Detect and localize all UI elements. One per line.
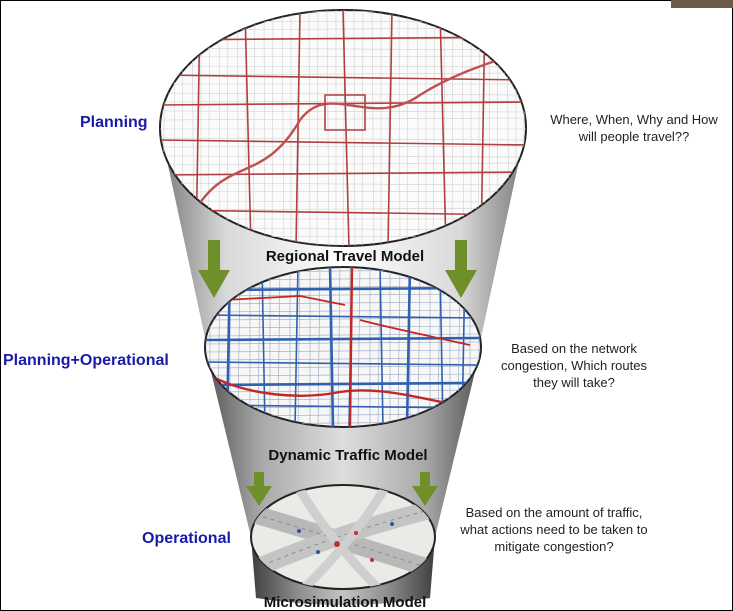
- question-line: they will take?: [533, 375, 615, 390]
- question-line: mitigate congestion?: [494, 539, 614, 554]
- arrow-down-icon: [198, 240, 230, 298]
- question-line: congestion, Which routes: [501, 358, 647, 373]
- corner-decoration: [671, 0, 733, 8]
- question-line: Based on the network: [511, 341, 637, 356]
- tier-label-planning-operational: Planning+Operational: [3, 352, 169, 369]
- arrow-down-icon: [412, 472, 438, 506]
- model-label-dynamic: Dynamic Traffic Model: [268, 447, 428, 464]
- question-line: Where, When, Why and How: [550, 112, 718, 127]
- dynamic-traffic-network-map: [204, 266, 482, 428]
- question-regional: Where, When, Why and How will people tra…: [536, 111, 732, 145]
- tier-label-planning: Planning: [80, 114, 148, 131]
- model-label-regional: Regional Travel Model: [265, 248, 425, 265]
- question-dynamic: Based on the network congestion, Which r…: [478, 340, 670, 391]
- model-label-microsimulation: Microsimulation Model: [263, 594, 427, 611]
- question-line: what actions need to be taken to: [460, 522, 648, 537]
- question-line: will people travel??: [578, 129, 690, 144]
- question-microsimulation: Based on the amount of traffic, what act…: [444, 504, 664, 555]
- arrow-down-icon: [445, 240, 477, 298]
- question-line: Based on the amount of traffic,: [465, 505, 643, 520]
- regional-road-network-map: [159, 9, 527, 247]
- tier-label-operational: Operational: [142, 530, 231, 547]
- arrow-down-icon: [246, 472, 272, 506]
